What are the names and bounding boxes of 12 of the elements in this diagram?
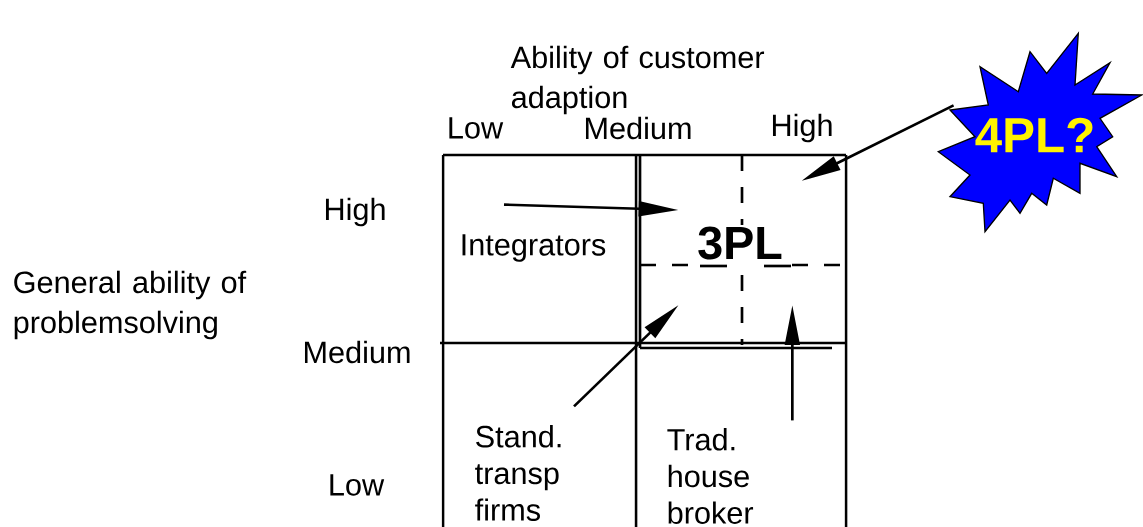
axis-label: General ability of problemsolving bbox=[14, 270, 247, 340]
axis-label: High bbox=[326, 197, 385, 227]
axis-label: High bbox=[773, 113, 832, 143]
axis-label: Low bbox=[449, 117, 504, 139]
category-label: Trad. house broker bbox=[667, 428, 754, 524]
axis-label: Ability of customer adaption bbox=[510, 45, 765, 115]
axis-label: Medium bbox=[305, 340, 410, 364]
category-label: Stand. transp firms bbox=[475, 425, 561, 521]
category-label: Integrators bbox=[462, 234, 606, 262]
axis-label: Medium bbox=[586, 116, 691, 140]
axis-label: Low bbox=[330, 474, 385, 496]
category-label: 3PL bbox=[698, 226, 782, 260]
